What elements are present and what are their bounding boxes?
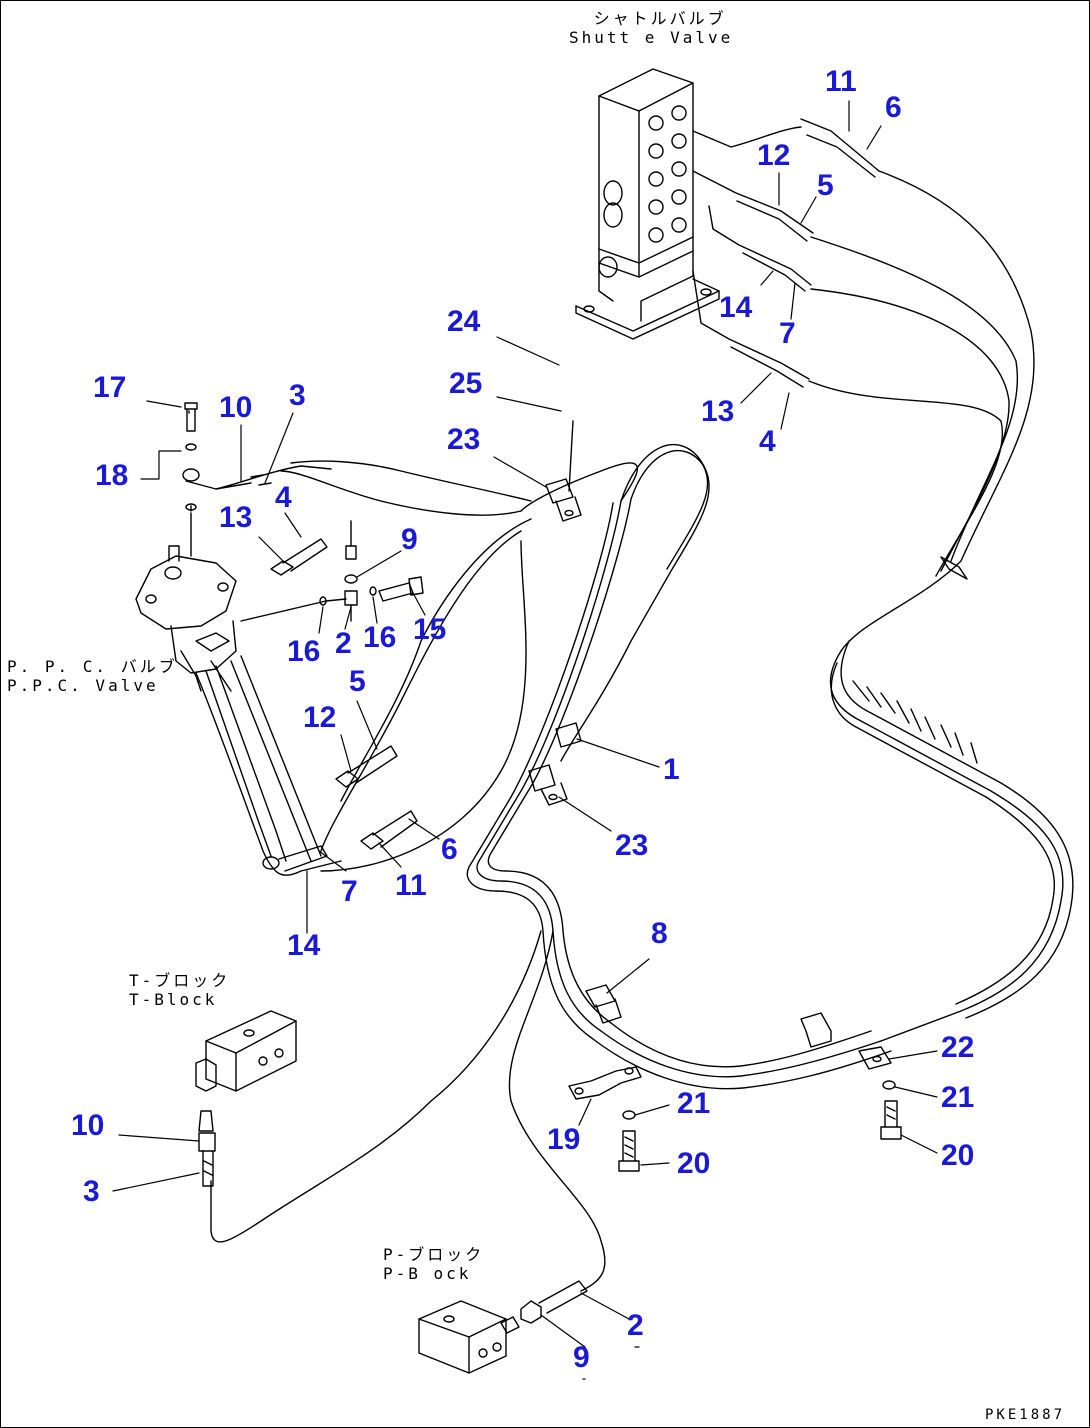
callout-7: 7 [779,317,796,350]
t-block-label-en: T-Block [129,990,218,1010]
callout-16: 16 [363,621,397,654]
callout-3: 3 [289,379,306,412]
callout-21: 21 [677,1087,711,1120]
callout-8: 8 [651,917,668,950]
callout-23: 23 [447,423,481,456]
callout-13: 13 [701,395,735,428]
callout-14: 14 [719,291,753,324]
p-block-drawing [418,1280,588,1374]
callout-9: 9 [573,1341,590,1374]
callout-20: 20 [941,1139,975,1172]
callout-25: 25 [449,367,483,400]
callout-24: 24 [447,305,481,338]
callout-6: 6 [441,833,458,866]
callout-3: 3 [83,1175,100,1208]
callout-18: 18 [95,459,129,492]
callout-5: 5 [349,665,366,698]
callout-23: 23 [615,829,649,862]
callout-6: 6 [885,91,902,124]
drawing-code: PKE1887 [985,1407,1066,1423]
ppc-valve-label-jp: P. P. C. バルブ [7,657,178,676]
callout-1: 1 [663,753,680,786]
p-block-caption: P-ブロック P-B ock [383,1245,484,1283]
callout-14: 14 [287,929,321,962]
callout-22: 22 [941,1031,975,1064]
shuttle-valve-drawing [575,68,720,340]
t-block-caption: T-ブロック T-Block [129,971,230,1009]
callout-11: 11 [825,65,857,98]
ppc-valve-drawing [135,402,424,876]
p-block-label-en: P-B ock [383,1264,472,1284]
callout-4: 4 [275,481,292,514]
ppc-valve-label-en: P.P.C. Valve [7,676,159,696]
callout-9: 9 [401,523,418,556]
leader-lines [112,100,938,1380]
callout-7: 7 [341,875,358,908]
callout-4: 4 [759,425,776,458]
callout-17: 17 [93,371,127,404]
callout-20: 20 [677,1147,711,1180]
callout-13: 13 [219,501,253,534]
shuttle-valve-label-en: Shutt e Valve [569,28,734,48]
ppc-valve-caption: P. P. C. バルブ P.P.C. Valve [7,657,178,695]
callout-15: 15 [413,613,447,646]
shuttle-valve-label-jp: シャトルバルブ [593,9,727,28]
callout-5: 5 [817,169,834,202]
callout-2: 2 [335,627,352,660]
callout-2: 2 [627,1309,644,1342]
callout-12: 12 [303,701,337,734]
callout-21: 21 [941,1081,975,1114]
shuttle-fittings [692,118,880,388]
callout-10: 10 [71,1109,105,1142]
callout-19: 19 [547,1123,581,1156]
t-block-label-jp: T-ブロック [129,971,231,990]
shuttle-valve-caption: シャトルバルブ Shutt e Valve [569,9,733,47]
hose-bundles [210,170,1074,1292]
callout-12: 12 [757,139,791,172]
callout-16: 16 [287,635,321,668]
callout-10: 10 [219,391,253,424]
t-block-drawing [195,1010,297,1187]
callout-11: 11 [395,869,427,902]
p-block-label-jp: P-ブロック [383,1245,485,1264]
